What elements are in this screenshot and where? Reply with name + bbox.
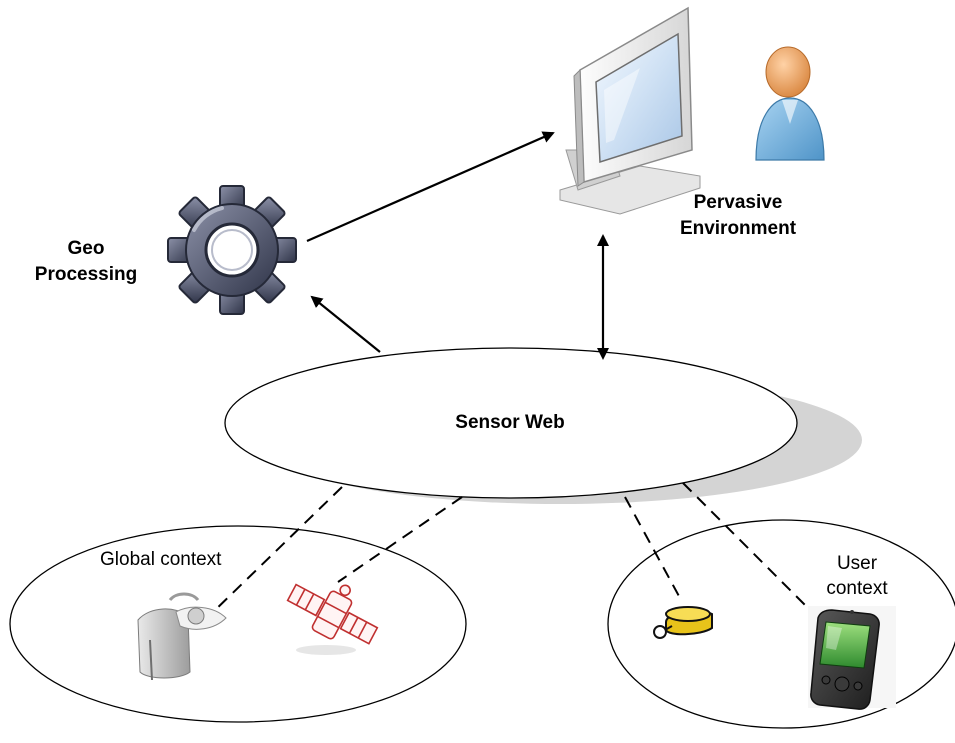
pervasive-environment-label-line2: Environment: [679, 217, 797, 239]
weather-station-icon: [137, 592, 227, 681]
sensor-web-label: Sensor Web: [455, 412, 565, 433]
pda-phone-icon: [808, 606, 896, 710]
pervasive-environment-label-line1: Pervasive: [693, 192, 783, 213]
user-context-label-line1: User: [836, 553, 878, 574]
geo-processing-label-line2: Processing: [34, 263, 138, 285]
satellite-icon: [286, 583, 379, 645]
link-sensorweb-to-satellite: [337, 496, 463, 583]
arrow-geo-to-pervasive: [306, 131, 555, 243]
monitor-icon: [559, 6, 701, 215]
sensor-web-ellipse: [224, 347, 798, 499]
user-context-label: User context: [802, 552, 912, 601]
link-sensorweb-to-pda: [682, 482, 821, 621]
arrow-sensorweb-to-geo: [310, 295, 381, 353]
satellite-shadow: [296, 645, 356, 655]
global-context-label: Global context: [100, 549, 222, 570]
pervasive-environment-label: Pervasive Environment: [658, 190, 818, 241]
geo-processing-label: Geo Processing: [22, 236, 150, 287]
user-context-label-line2: context: [826, 577, 888, 599]
user-icon: [755, 46, 825, 161]
link-sensorweb-to-station: [209, 486, 343, 616]
webcam-icon: [653, 606, 713, 639]
global-context-ellipse: [9, 525, 467, 723]
geo-processing-label-line1: Geo: [67, 238, 105, 259]
gear-icon: [167, 185, 297, 315]
